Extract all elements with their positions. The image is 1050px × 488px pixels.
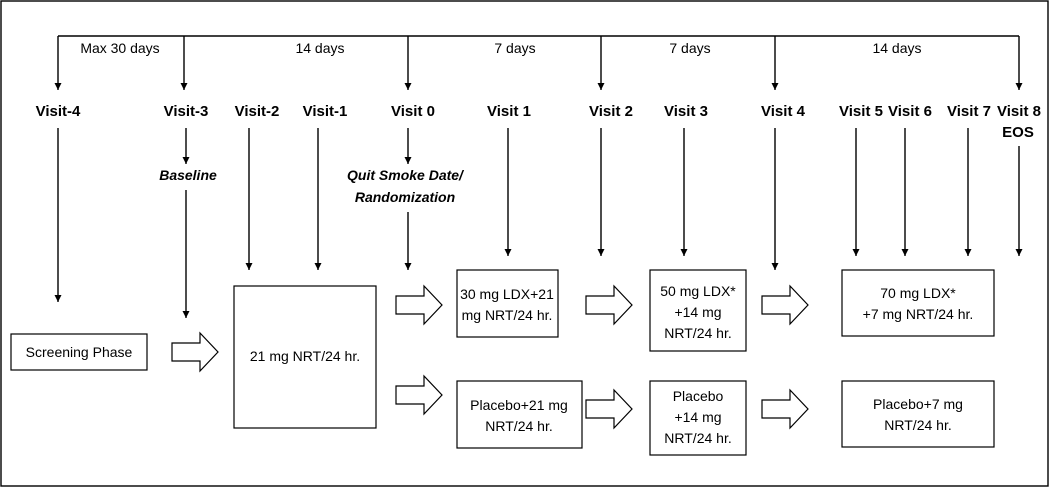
placebo21-box-line: NRT/24 hr. [485,418,552,434]
block-arrow-icon [171,331,219,373]
ldx50-box: 50 mg LDX* +14 mg NRT/24 hr. [649,269,747,352]
interval-label: 14 days [295,40,344,56]
ldx30-box-line: mg NRT/24 hr. [462,307,553,323]
block-arrow-icon [585,284,633,326]
visit-label: Visit 0 [391,103,435,120]
visit-label: Visit-3 [164,103,209,120]
ldx50-box-line: 50 mg LDX* [660,283,736,299]
visit-label: Visit 8 [997,103,1041,120]
placebo21-box-frame [456,380,583,449]
ldx30-box-frame [456,269,559,338]
placebo14-box: Placebo +14 mg NRT/24 hr. [649,380,747,456]
block-arrow-icon [761,388,809,430]
placebo7-box: Placebo+7 mg NRT/24 hr. [841,380,995,448]
block-arrow-icon [761,284,809,326]
screening-box: Screening Phase [10,333,148,371]
baseline-label: Baseline [159,167,217,183]
placebo21-box-line: Placebo+21 mg [470,397,568,413]
visit-label: Visit 6 [888,103,932,120]
ldx70-box-line: +7 mg NRT/24 hr. [863,306,974,322]
block-arrow-icon [395,374,443,416]
nrt21-box-frame [233,285,377,429]
nrt21-box: 21 mg NRT/24 hr. [233,285,377,429]
placebo7-box-frame [841,380,995,448]
visit-label: Visit-2 [235,103,280,120]
ldx50-box-line: +14 mg [674,304,721,320]
visit-label: Visit 5 [839,103,883,120]
ldx70-box-frame [841,269,995,337]
interval-label: Max 30 days [80,40,159,56]
nrt21-box-label: 21 mg NRT/24 hr. [250,348,360,364]
interval-label: 7 days [494,40,535,56]
placebo14-box-line: NRT/24 hr. [664,430,731,446]
visit-label: Visit-1 [303,103,348,120]
placebo14-box-frame [649,380,747,456]
flow-arrows [171,284,809,430]
visit-label: Visit 4 [761,103,806,120]
timeline-arrows [54,36,1023,90]
interval-label: 7 days [669,40,710,56]
visit-label: Visit 3 [664,103,708,120]
ldx50-box-line: NRT/24 hr. [664,325,731,341]
placebo7-box-line: NRT/24 hr. [884,417,951,433]
interval-label: 14 days [872,40,921,56]
placebo14-box-line: +14 mg [674,409,721,425]
visit-arrows [54,128,1023,318]
ldx30-box: 30 mg LDX+21 mg NRT/24 hr. [456,269,559,338]
eos-label: EOS [1002,124,1034,141]
screening-box-frame [10,333,148,371]
placebo21-box: Placebo+21 mg NRT/24 hr. [456,380,583,449]
screening-box-label: Screening Phase [26,344,133,360]
quit-date-label: Quit Smoke Date/ [347,167,465,183]
visit-labels: Visit-4 Visit-3 Visit-2 Visit-1 Visit 0 … [36,103,1041,141]
visit-label: Visit 1 [487,103,531,120]
placebo7-box-line: Placebo+7 mg [873,396,963,412]
ldx50-box-frame [649,269,747,352]
randomization-label: Randomization [355,189,455,205]
visit-label: Visit 2 [589,103,633,120]
visit-label: Visit-4 [36,103,81,120]
block-arrow-icon [395,284,443,326]
ldx70-box-line: 70 mg LDX* [880,285,956,301]
visit-label: Visit 7 [947,103,991,120]
placebo14-box-line: Placebo [673,388,724,404]
ldx70-box: 70 mg LDX* +7 mg NRT/24 hr. [841,269,995,337]
ldx30-box-line: 30 mg LDX+21 [460,286,554,302]
interval-labels: Max 30 days 14 days 7 days 7 days 14 day… [80,40,921,56]
block-arrow-icon [585,388,633,430]
